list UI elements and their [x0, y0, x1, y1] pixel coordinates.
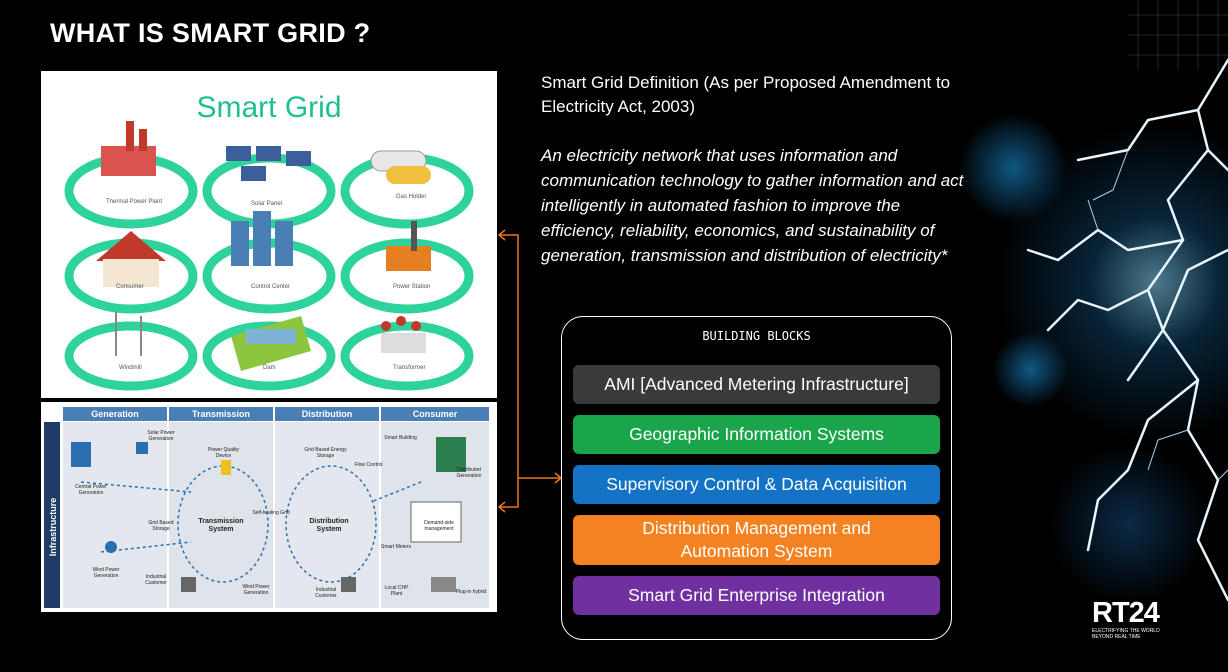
- label-grid-storage: Grid Based Storage: [148, 520, 174, 532]
- label-transmission-system: Transmission System: [198, 518, 244, 533]
- label-central: Central Power Generation: [75, 484, 107, 496]
- block-scada: Supervisory Control & Data Acquisition: [573, 465, 940, 504]
- node-label-station: Power Station: [393, 284, 430, 290]
- block-gis: Geographic Information Systems: [573, 415, 940, 454]
- infrastructure-diagram: Infrastructure Generation Transmission D…: [41, 402, 497, 612]
- block-enterprise-integration: Smart Grid Enterprise Integration: [573, 576, 940, 615]
- label-smart-building: Smart Building: [384, 435, 417, 441]
- label-distributed: Distributed Generation: [456, 467, 482, 479]
- node-label-transformer: Transformer: [393, 365, 425, 371]
- definition-body: An electricity network that uses informa…: [541, 146, 964, 265]
- label-power-quality: Power Quality Device: [207, 447, 240, 459]
- logo-tagline: ELECTRIFYING THE WORLD BEYOND REAL TIME: [1092, 628, 1160, 640]
- node-label-consumer: Consumer: [116, 284, 144, 290]
- connector-arrows: [497, 229, 563, 513]
- infrastructure-side-bar: Infrastructure: [44, 422, 60, 608]
- smart-grid-illustration-title: Smart Grid: [196, 91, 342, 124]
- rt24-logo: RT24 ELECTRIFYING THE WORLD BEYOND REAL …: [1092, 597, 1182, 640]
- node-label-solar: Solar Panel: [251, 201, 282, 207]
- lightning-background-glow: [898, 0, 1228, 672]
- node-label-control: Control Center: [251, 284, 290, 290]
- logo-name: RT24: [1092, 597, 1160, 629]
- label-wind-2: Wind Power Generation: [242, 584, 270, 596]
- slide-title: WHAT IS SMART GRID ?: [50, 18, 371, 48]
- block-ami: AMI [Advanced Metering Infrastructure]: [573, 365, 940, 404]
- label-distribution-system: Distribution System: [309, 518, 349, 533]
- node-label-windmill: Windmill: [119, 365, 142, 371]
- node-label-gas: Gas Holder: [396, 194, 426, 200]
- definition-heading: Smart Grid Definition (As per Proposed A…: [541, 73, 951, 116]
- building-blocks-title: BUILDING BLOCKS: [702, 329, 811, 343]
- label-plugin-hybrid: Plug-in hybrid: [455, 589, 487, 595]
- building-blocks-box: BUILDING BLOCKS AMI [Advanced Metering I…: [561, 316, 952, 640]
- label-solar: Solar Power Generation: [147, 430, 175, 442]
- node-label-thermal: Thermal Power Plant: [106, 199, 162, 205]
- grid-decoration: [1128, 0, 1228, 70]
- label-local-chp: Local CHP Plant: [384, 585, 409, 597]
- column-transmission: Transmission: [169, 407, 273, 421]
- label-grid-energy: Grid Based Energy Storage: [304, 447, 347, 459]
- column-distribution: Distribution: [275, 407, 379, 421]
- label-wind: Wind Power Generation: [92, 567, 120, 579]
- block-dmas: Distribution Management and Automation S…: [573, 515, 940, 565]
- lightning-bolt-graphic: [1026, 58, 1228, 602]
- label-industrial-1: Industrial Customer: [145, 574, 167, 586]
- label-industrial-2: Industrial Customer: [315, 587, 337, 599]
- label-demand-side: Demand-side management: [424, 520, 454, 532]
- column-consumer: Consumer: [381, 407, 489, 421]
- node-label-dam: Dam: [263, 365, 276, 371]
- label-smart-meters: Smart Meters: [381, 544, 412, 550]
- label-self-healing: Self-healing Grid: [252, 510, 290, 516]
- column-generation: Generation: [63, 407, 167, 421]
- label-flow-control: Flow Control: [354, 462, 383, 468]
- smart-grid-illustration: Smart Grid Thermal Power Plant: [41, 71, 497, 398]
